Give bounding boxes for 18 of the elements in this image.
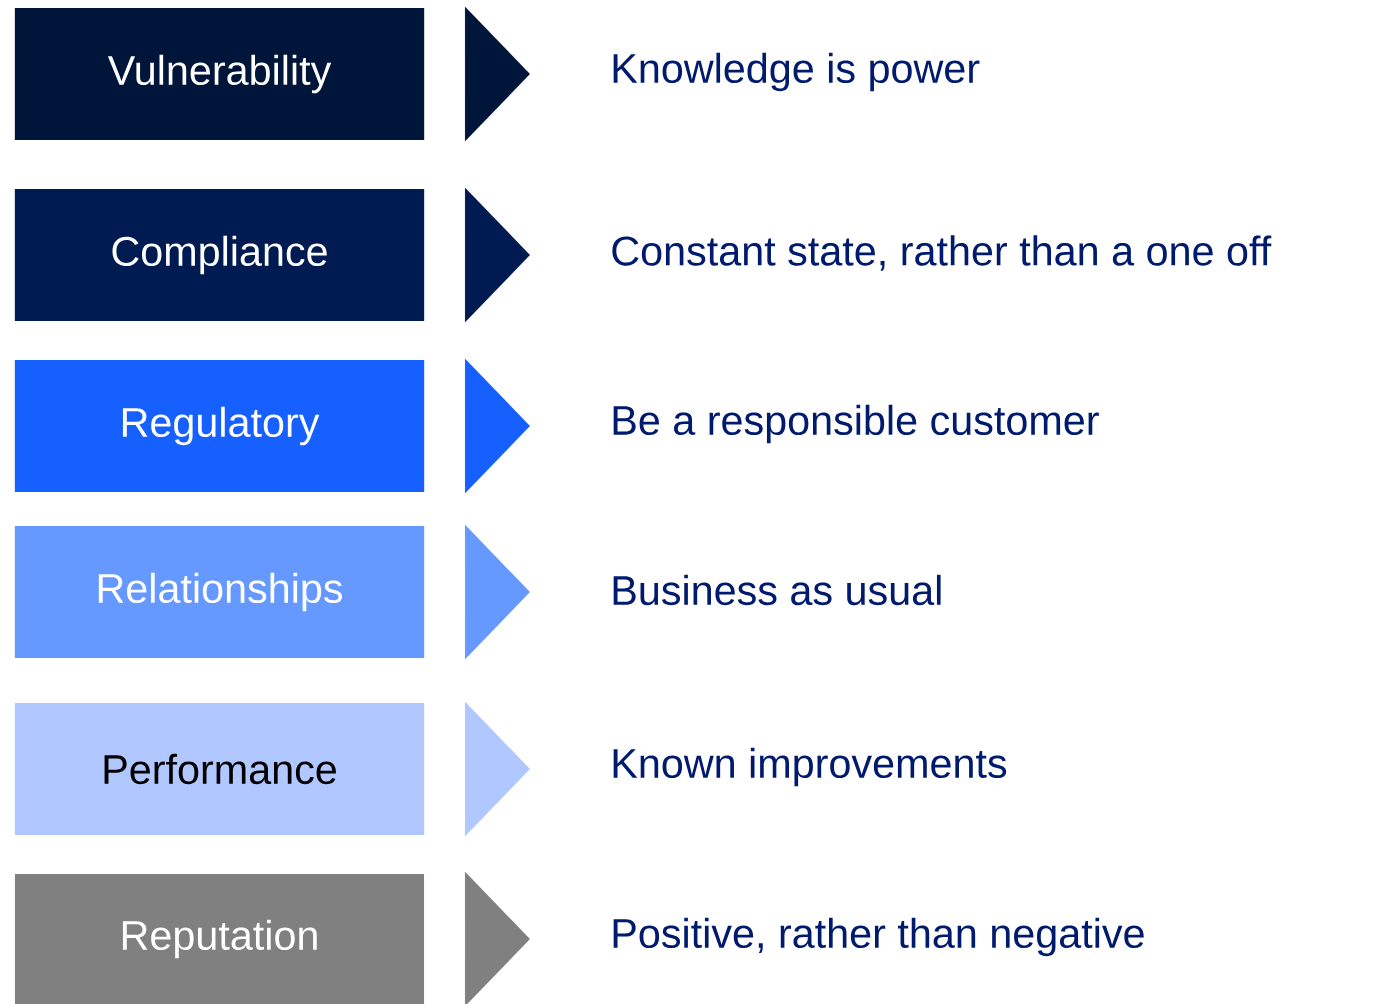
chevron-arrow [464, 871, 530, 1004]
chevron-arrow [464, 358, 530, 494]
description-text: Positive, rather than negative [613, 917, 1144, 957]
chevron-arrow [464, 6, 530, 142]
description-text: Constant state, rather than a one off [612, 235, 1272, 271]
description-text: Knowledge is power [613, 52, 980, 92]
description-text: Business as usual [613, 574, 941, 606]
chevron-arrow [464, 701, 530, 837]
description-text: Be a responsible customer [613, 404, 1099, 444]
label-box: Performance [14, 703, 425, 835]
label-box: Compliance [14, 189, 425, 321]
chevron-arrow [464, 187, 530, 323]
label-box: Relationships [14, 526, 425, 658]
label-box: Reputation [14, 874, 425, 1004]
description-text: Known improvements [613, 747, 1007, 787]
label-box: Vulnerability [14, 8, 425, 140]
label-box: Regulatory [14, 360, 425, 492]
chevron-arrow [464, 524, 530, 660]
